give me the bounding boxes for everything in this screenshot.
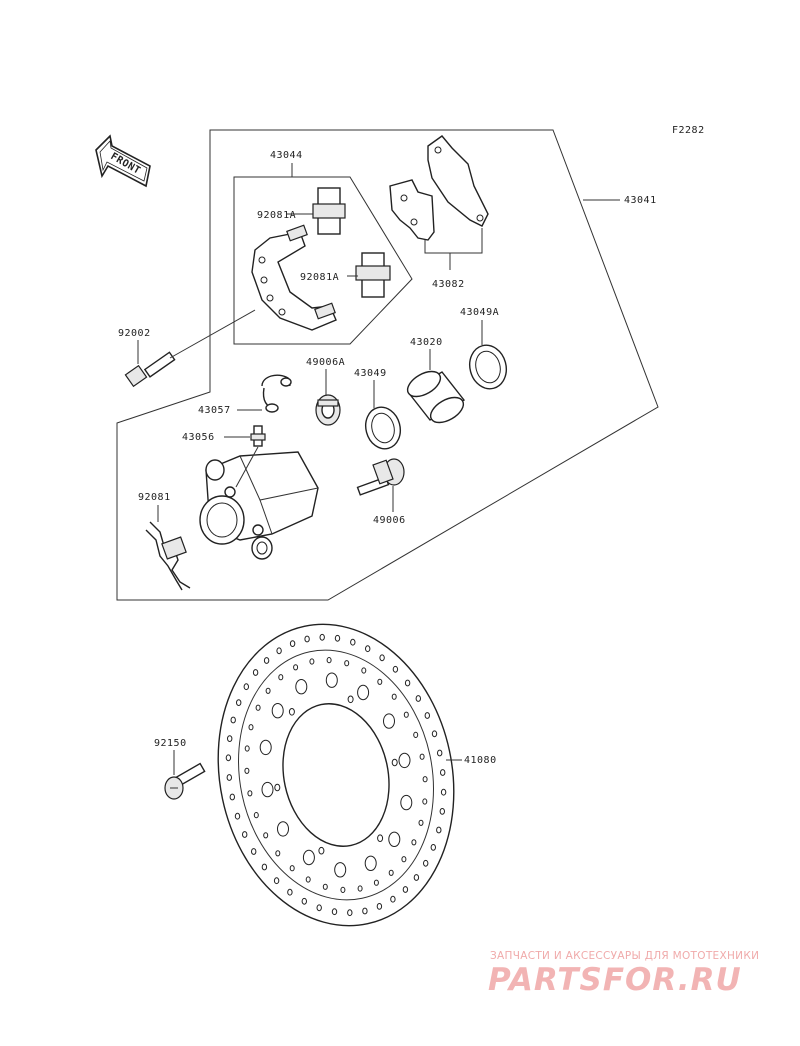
caliper-body (199, 451, 319, 560)
bracket-assembly-outline (233, 176, 413, 345)
brake-disc (217, 623, 455, 927)
bleeder-43056 (250, 425, 266, 447)
caliper-bracket (251, 224, 337, 331)
bolt-92002 (124, 351, 176, 388)
bolt-92150 (164, 762, 206, 800)
label-92081a-upper: 92081A (257, 210, 296, 221)
spring-clip-92081 (145, 521, 191, 591)
boot-92081a-lower (355, 252, 391, 298)
seal-43049 (365, 406, 401, 450)
label-43056: 43056 (182, 432, 215, 443)
label-43049: 43049 (354, 368, 387, 379)
label-49006: 49006 (373, 515, 406, 526)
front-arrow-icon: FRONT (95, 134, 151, 188)
label-92002: 92002 (118, 328, 151, 339)
label-92081a-lower: 92081A (300, 272, 339, 283)
label-41080: 41080 (464, 755, 497, 766)
label-92150: 92150 (154, 738, 187, 749)
boot-92081a-upper (312, 187, 346, 235)
label-43057: 43057 (198, 405, 231, 416)
caliper-assembly-outline (116, 129, 659, 601)
label-43082: 43082 (432, 279, 465, 290)
disc-mount-holes (259, 672, 413, 878)
label-43020: 43020 (410, 337, 443, 348)
label-43049a: 43049A (460, 307, 499, 318)
disc-vent-holes (225, 633, 447, 917)
label-49006a: 49006A (306, 357, 345, 368)
label-43041: 43041 (624, 195, 657, 206)
piston-43020 (406, 370, 466, 424)
watermark-tagline: ЗАПЧАСТИ И АКСЕССУАРЫ ДЛЯ МОТОТЕХНИКИ (490, 950, 760, 962)
figure-code: F2282 (672, 125, 705, 136)
pin-49006 (356, 458, 405, 496)
brake-pads (389, 135, 489, 241)
boot-49006a (315, 394, 341, 426)
seal-43049a (469, 344, 507, 390)
label-43044: 43044 (270, 150, 303, 161)
cap-43057 (261, 374, 292, 413)
label-92081: 92081 (138, 492, 171, 503)
watermark-site: PARTSFOR.RU (488, 962, 742, 998)
